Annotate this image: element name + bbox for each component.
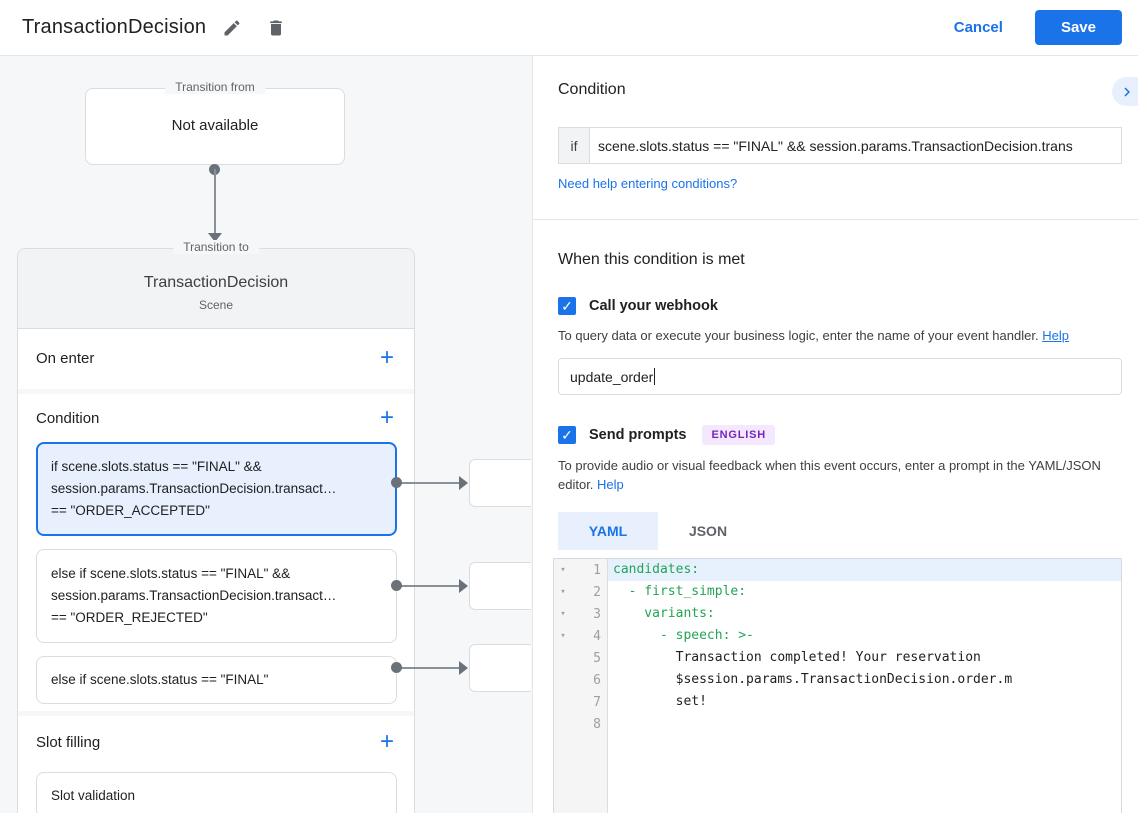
condition-card-order-accepted[interactable]: if scene.slots.status == "FINAL" && sess… bbox=[36, 442, 397, 536]
pencil-icon bbox=[224, 19, 240, 35]
on-enter-section: On enter + bbox=[18, 329, 414, 389]
condition-expression-input[interactable]: scene.slots.status == "FINAL" && session… bbox=[598, 137, 1073, 154]
event-handler-input[interactable]: update_order bbox=[558, 358, 1122, 395]
edge-arrowhead-3-icon bbox=[459, 661, 468, 675]
scene-diagram-panel: Transition from Not available Transition… bbox=[0, 56, 533, 813]
prompts-description-text: To provide audio or visual feedback when… bbox=[558, 458, 1101, 492]
line-number: 8 bbox=[593, 716, 601, 732]
fold-toggle-icon[interactable]: ▾ bbox=[560, 609, 566, 619]
trash-icon bbox=[270, 20, 283, 35]
top-bar: TransactionDecision Cancel Save bbox=[0, 0, 1138, 56]
transition-target-box-3[interactable] bbox=[469, 644, 531, 692]
edge-line-1 bbox=[399, 482, 461, 484]
tab-json[interactable]: JSON bbox=[658, 512, 758, 550]
webhook-description-text: To query data or execute your business l… bbox=[558, 328, 1039, 343]
page-title: TransactionDecision bbox=[22, 16, 207, 38]
transition-to-legend: Transition to bbox=[173, 240, 259, 254]
cancel-button[interactable]: Cancel bbox=[936, 11, 1021, 44]
tab-yaml[interactable]: YAML bbox=[558, 512, 658, 550]
editor-tabs: YAML JSON bbox=[558, 512, 1122, 550]
prompts-help-link[interactable]: Help bbox=[597, 477, 624, 492]
line-number: 3 bbox=[593, 606, 601, 622]
transition-target-box-2[interactable] bbox=[469, 562, 531, 610]
yaml-code-editor[interactable]: ▾ 1 ▾ 2 ▾ 3 ▾ 4 5 6 7 8 candidates: - first_… bbox=[553, 558, 1122, 813]
connector-arrowhead-icon bbox=[208, 233, 222, 242]
send-prompts-label: Send prompts bbox=[589, 427, 687, 443]
line-number: 2 bbox=[593, 584, 601, 600]
line-number: 7 bbox=[593, 694, 601, 710]
transition-to-card: Transition to TransactionDecision Scene … bbox=[17, 240, 415, 813]
condition-card-final[interactable]: else if scene.slots.status == "FINAL" bbox=[36, 656, 397, 704]
send-prompts-checkbox[interactable]: ✓ bbox=[558, 426, 576, 444]
line-number: 5 bbox=[593, 650, 601, 666]
fold-toggle-icon[interactable]: ▾ bbox=[560, 565, 566, 575]
if-label: if bbox=[559, 128, 590, 163]
webhook-label: Call your webhook bbox=[589, 298, 718, 314]
line-number: 6 bbox=[593, 672, 601, 688]
fold-toggle-icon[interactable]: ▾ bbox=[560, 631, 566, 641]
condition-help-link[interactable]: Need help entering conditions? bbox=[558, 176, 738, 191]
add-slot-filling-button[interactable]: + bbox=[379, 728, 394, 755]
text-caret bbox=[654, 368, 656, 385]
prompts-description: To provide audio or visual feedback when… bbox=[558, 456, 1118, 494]
when-met-heading: When this condition is met bbox=[558, 251, 745, 268]
edit-title-button[interactable] bbox=[214, 10, 250, 46]
scene-title: TransactionDecision bbox=[143, 274, 289, 291]
code-line: $session.params.TransactionDecision.orde… bbox=[613, 672, 1013, 687]
code-line: variants: bbox=[613, 606, 715, 621]
transition-from-legend: Transition from bbox=[165, 80, 265, 94]
condition-detail-panel: Condition if scene.slots.status == "FINA… bbox=[533, 56, 1138, 813]
webhook-checkbox[interactable]: ✓ bbox=[558, 297, 576, 315]
edge-line-3 bbox=[399, 667, 461, 669]
slot-filling-section: Slot filling + Slot validation bbox=[18, 716, 414, 813]
edge-arrowhead-1-icon bbox=[459, 476, 468, 490]
edge-arrowhead-2-icon bbox=[459, 579, 468, 593]
language-badge: ENGLISH bbox=[702, 425, 775, 445]
scene-subtitle: Scene bbox=[198, 298, 234, 312]
condition-expression-row: if scene.slots.status == "FINAL" && sess… bbox=[558, 127, 1122, 164]
condition-card-order-rejected[interactable]: else if scene.slots.status == "FINAL" &&… bbox=[36, 549, 397, 643]
condition-panel-heading: Condition bbox=[558, 81, 626, 98]
add-on-enter-button[interactable]: + bbox=[379, 344, 394, 371]
scene-header: TransactionDecision Scene bbox=[18, 249, 414, 329]
slot-filling-label: Slot filling bbox=[36, 733, 101, 751]
edge-handle-1[interactable] bbox=[391, 477, 402, 488]
panel-divider bbox=[533, 219, 1138, 220]
slot-validation-card[interactable]: Slot validation bbox=[36, 772, 397, 813]
delete-scene-button[interactable] bbox=[258, 10, 294, 46]
webhook-help-link[interactable]: Help bbox=[1042, 328, 1069, 343]
fold-toggle-icon[interactable]: ▾ bbox=[560, 587, 566, 597]
event-handler-value: update_order bbox=[570, 368, 654, 385]
transition-from-box: Transition from Not available bbox=[85, 80, 345, 165]
connector-line bbox=[214, 169, 216, 235]
save-button[interactable]: Save bbox=[1034, 10, 1122, 45]
code-line: set! bbox=[613, 694, 707, 709]
chevron-right-icon bbox=[1124, 87, 1130, 96]
line-number: 4 bbox=[593, 628, 601, 644]
code-line: - speech: >- bbox=[613, 628, 754, 643]
edge-handle-2[interactable] bbox=[391, 580, 402, 591]
transition-from-content: Not available bbox=[171, 117, 259, 134]
code-line: - first_simple: bbox=[613, 584, 747, 599]
editor-gutter: ▾ 1 ▾ 2 ▾ 3 ▾ 4 5 6 7 8 bbox=[554, 559, 608, 813]
edge-handle-3[interactable] bbox=[391, 662, 402, 673]
edge-line-2 bbox=[399, 585, 461, 587]
collapse-panel-button[interactable] bbox=[1112, 77, 1138, 106]
line-number: 1 bbox=[593, 562, 601, 578]
transition-target-box-1[interactable] bbox=[469, 459, 531, 507]
condition-section-label: Condition bbox=[36, 409, 100, 427]
add-condition-button[interactable]: + bbox=[379, 404, 394, 431]
code-line: Transaction completed! Your reservation bbox=[613, 650, 981, 665]
code-line: candidates: bbox=[608, 559, 1121, 581]
webhook-description: To query data or execute your business l… bbox=[558, 326, 1118, 345]
condition-section: Condition + if scene.slots.status == "FI… bbox=[18, 394, 414, 711]
editor-code-area[interactable]: candidates: - first_simple: variants: - … bbox=[608, 559, 1121, 813]
on-enter-label: On enter bbox=[36, 349, 95, 367]
code-line bbox=[608, 713, 1121, 735]
